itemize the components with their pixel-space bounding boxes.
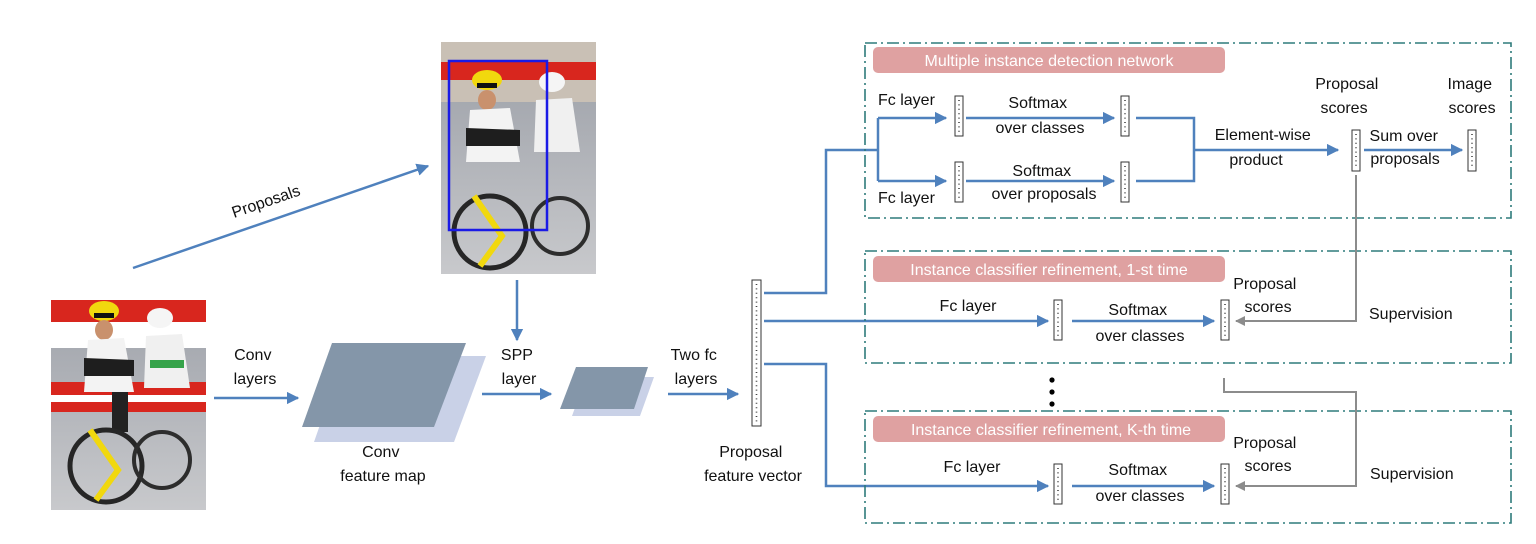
refine-1-proposal-scores-vector: [1220, 299, 1230, 341]
refine-1-proposal-scores-label: Proposal scores: [1233, 276, 1301, 316]
ellipsis-icon: [1049, 377, 1055, 407]
branch-to-midn: [764, 148, 878, 295]
refine-1-fc-label: Fc layer: [940, 298, 998, 315]
image-scores-label: Image scores: [1448, 76, 1497, 117]
proposal-feature-vector: [751, 279, 762, 427]
element-wise-product-label: Element-wise product: [1215, 127, 1315, 169]
midn-fc-top-label: Fc layer: [878, 92, 936, 109]
midn-fc-bottom-label: Fc layer: [878, 190, 936, 207]
midn-proposal-scores-vector: [1351, 129, 1361, 172]
refine-k-proposal-scores-vector: [1220, 463, 1230, 505]
conv-feature-map: [302, 343, 486, 442]
midn-softmax-proposals-vector: [1120, 161, 1130, 203]
refine-k-supervision-label: Supervision: [1370, 466, 1454, 483]
spp-layer-label: SPP layer: [501, 347, 537, 388]
input-image: [51, 278, 206, 510]
proposal-image: [441, 42, 596, 274]
refine-1-supervision-label: Supervision: [1369, 306, 1453, 323]
sum-over-proposals-label: Sum over proposals: [1370, 128, 1443, 168]
spp-feature-map: [560, 367, 654, 416]
midn-softmax-classes-vector: [1120, 95, 1130, 137]
refine-1-softmax-label: Softmax over classes: [1096, 302, 1185, 345]
midn-title: Multiple instance detection network: [924, 53, 1174, 70]
midn-proposal-scores-label: Proposal scores: [1315, 76, 1383, 117]
refine-k-box: Instance classifier refinement, K-th tim…: [864, 410, 1512, 524]
refine-1-fc-vector: [1053, 299, 1063, 341]
refine-k-proposal-scores-label: Proposal scores: [1233, 435, 1301, 475]
midn-fc-top-vector: [954, 95, 964, 137]
conv-layers-label: Conv layers: [234, 347, 277, 388]
midn-softmax-classes-label: Softmax over classes: [996, 95, 1085, 137]
refine-k-fc-label: Fc layer: [944, 459, 1002, 476]
element-wise-merge: [1136, 116, 1196, 183]
branch-to-refine-k: [764, 362, 1050, 493]
refine-k-supervision-arrow: [1223, 378, 1357, 491]
refine-1-supervision-arrow: [1235, 175, 1357, 326]
midn-box: Multiple instance detection network: [864, 42, 1512, 219]
refine-k-softmax-label: Softmax over classes: [1096, 462, 1185, 505]
two-fc-layers-label: Two fc layers: [671, 347, 722, 388]
refine-1-box: Instance classifier refinement, 1-st tim…: [864, 250, 1512, 364]
refine-k-title: Instance classifier refinement, K-th tim…: [911, 422, 1191, 439]
refine-k-fc-vector: [1053, 463, 1063, 505]
proposals-arrow: [132, 163, 430, 270]
conv-feature-map-label: Conv feature map: [340, 444, 425, 485]
proposal-bounding-box: [447, 59, 549, 232]
refine-1-title: Instance classifier refinement, 1-st tim…: [910, 262, 1188, 279]
image-scores-vector: [1467, 129, 1477, 172]
proposal-feature-vector-label: Proposal feature vector: [704, 444, 803, 485]
proposals-label: Proposals: [230, 183, 303, 222]
midn-fc-bottom-vector: [954, 161, 964, 203]
midn-softmax-proposals-label: Softmax over proposals: [992, 163, 1097, 203]
